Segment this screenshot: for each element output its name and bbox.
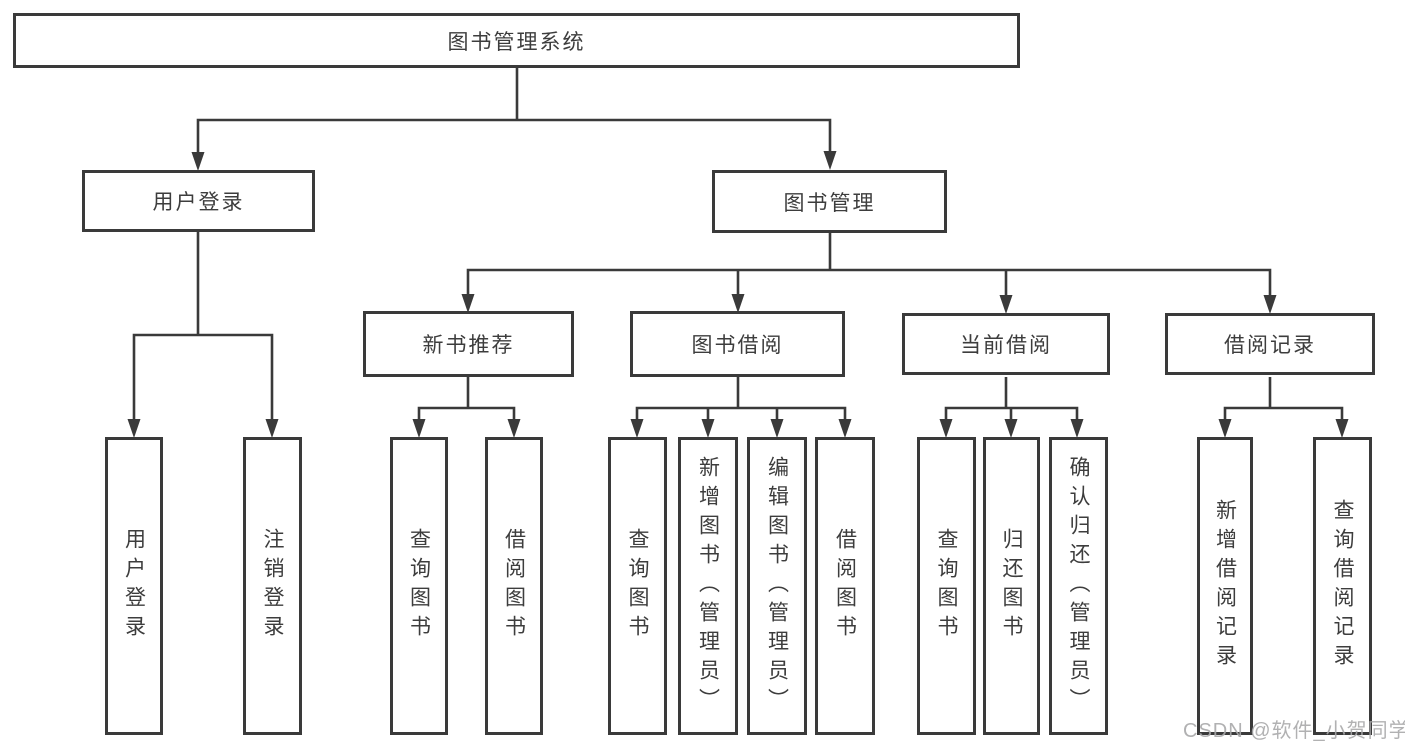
node-leaf-query-books-recommend: 查询图书 <box>390 437 448 735</box>
arrowheads <box>127 151 1349 438</box>
node-label: 新书推荐 <box>422 334 515 357</box>
node-label: 查询图书 <box>407 528 431 644</box>
node-leaf-query-books-current: 查询图书 <box>917 437 976 735</box>
node-label: 用户登录 <box>152 191 245 214</box>
csdn-watermark: CSDN @软件_小贺同学 <box>1183 720 1405 742</box>
node-label: 图书借阅 <box>691 334 784 357</box>
node-library-management-system: 图书管理系统 <box>13 13 1020 68</box>
node-label: 查询图书 <box>935 528 958 644</box>
node-label: 借阅图书 <box>833 528 857 644</box>
node-label: 借阅图书 <box>502 528 526 644</box>
node-borrowing-records: 借阅记录 <box>1165 313 1375 375</box>
node-label: 注销登录 <box>261 528 284 644</box>
node-user-login: 用户登录 <box>82 170 315 232</box>
node-leaf-logout: 注销登录 <box>243 437 302 735</box>
node-leaf-user-login: 用户登录 <box>105 437 163 735</box>
node-book-borrowing: 图书借阅 <box>630 311 845 377</box>
node-label: 图书管理系统 <box>447 30 586 54</box>
node-label: 查询图书 <box>626 528 649 644</box>
node-label: 用户登录 <box>122 528 146 644</box>
node-label: 图书管理 <box>783 191 876 215</box>
node-leaf-borrow-books-recommend: 借阅图书 <box>485 437 543 735</box>
node-label: 归还图书 <box>1000 528 1023 644</box>
node-leaf-query-borrow-record: 查询借阅记录 <box>1313 437 1372 735</box>
node-leaf-confirm-return-admin: 确认归还（管理员） <box>1049 437 1108 735</box>
node-label: 确认归还（管理员） <box>1067 455 1090 717</box>
node-label: 新增图书（管理员） <box>696 455 720 717</box>
node-leaf-add-borrow-record: 新增借阅记录 <box>1197 437 1253 735</box>
node-label: 新增借阅记录 <box>1213 499 1237 673</box>
node-leaf-query-books-borrow: 查询图书 <box>608 437 667 735</box>
node-leaf-return-books: 归还图书 <box>983 437 1040 735</box>
node-book-management: 图书管理 <box>712 170 947 233</box>
node-label: 借阅记录 <box>1224 334 1316 357</box>
node-new-book-recommendation: 新书推荐 <box>363 311 574 377</box>
node-label: 查询借阅记录 <box>1331 499 1354 673</box>
node-current-borrowing: 当前借阅 <box>902 313 1110 375</box>
node-leaf-edit-books-admin: 编辑图书（管理员） <box>747 437 807 735</box>
node-label: 当前借阅 <box>960 334 1052 357</box>
node-label: 编辑图书（管理员） <box>765 455 789 717</box>
node-leaf-add-books-admin: 新增图书（管理员） <box>678 437 738 735</box>
node-leaf-borrow-books: 借阅图书 <box>815 437 875 735</box>
